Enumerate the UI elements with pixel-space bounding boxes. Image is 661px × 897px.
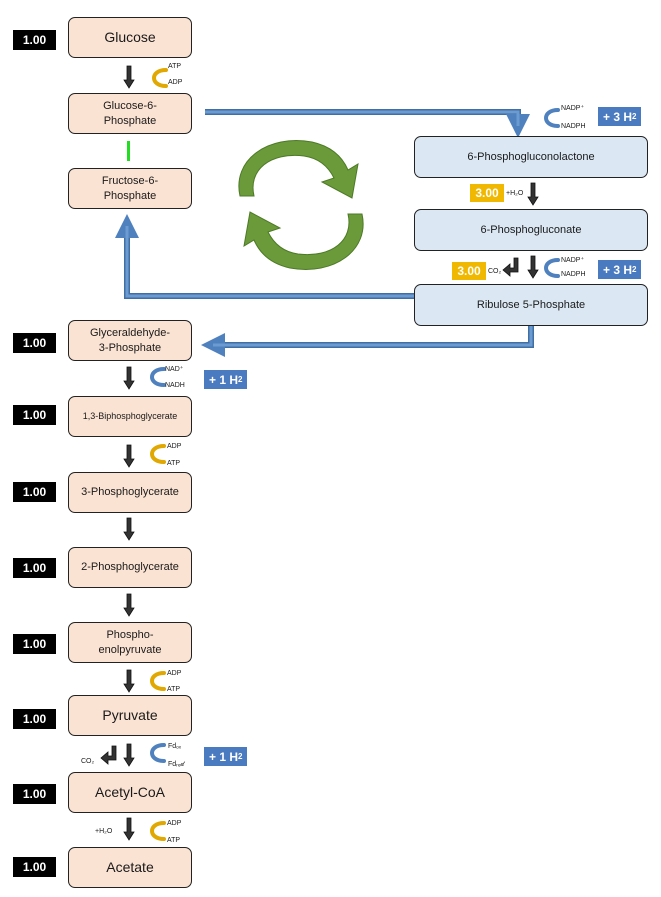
cofactor-nadp-2: NADP⁺ [561,257,585,264]
flux-value-pep: 1.00 [13,634,56,654]
flux-value-g3p: 1.00 [13,333,56,353]
isomerase-link [127,141,130,161]
cofactor-atp-4: ATP [167,837,181,844]
flux-value-2pg: 1.00 [13,558,56,578]
cofactor-atp: ATP [168,63,182,70]
co2-value: 3.00 [452,262,486,280]
reaction-arrows [100,65,539,841]
cofactor-h2o-2: +H₂O [95,828,113,835]
cofactor-adp-2: ADP [167,443,182,450]
cofactor-atp-3: ATP [167,686,181,693]
metabolite-glucose: Glucose [68,17,192,58]
flux-value-glucose: 1.00 [13,30,56,50]
water-value: 3.00 [470,184,504,202]
metabolite-ribulose-5-phosphate: Ribulose 5-Phosphate [414,284,648,326]
cofactor-atp-2: ATP [167,460,181,467]
metabolite-acetate: Acetate [68,847,192,888]
metabolite-phosphoenolpyruvate: Phospho- enolpyruvate [68,622,192,663]
cofactor-nadh: NADH [165,382,185,389]
metabolite-pyruvate: Pyruvate [68,695,192,736]
metabolite-1-3-biphosphoglycerate: 1,3-Biphosphoglycerate [68,396,192,437]
cofactor-fd-ox: Fdₒₓ [168,743,182,750]
cofactor-adp-4: ADP [167,820,182,827]
flux-value-acetyl-coa: 1.00 [13,784,56,804]
cofactor-adp: ADP [168,79,183,86]
cofactor-nad: NAD⁺ [165,366,184,373]
flow-arrow-g6p-to-lactone [205,109,530,138]
metabolite-glucose-6-phosphate: Glucose-6- Phosphate [68,93,192,134]
cofactor-nadph-2: NADPH [561,271,586,278]
metabolite-glyceraldehyde-3-phosphate: Glyceraldehyde- 3-Phosphate [68,320,192,361]
metabolite-6-phosphogluconolactone: 6-Phosphogluconolactone [414,136,648,178]
metabolite-acetyl-coa: Acetyl-CoA [68,772,192,813]
flux-value-acetate: 1.00 [13,857,56,877]
cofactor-adp-3: ADP [167,670,182,677]
metabolite-3-phosphoglycerate: 3-Phosphoglycerate [68,472,192,513]
cofactor-nadph: NADPH [561,123,586,130]
metabolite-2-phosphoglycerate: 2-Phosphoglycerate [68,547,192,588]
cofactor-nadp: NADP⁺ [561,105,585,112]
flux-value-bpg: 1.00 [13,405,56,425]
cofactor-co2: CO₂ [488,268,502,275]
cycle-arrows [238,140,364,270]
metabolite-fructose-6-phosphate: Fructose-6- Phosphate [68,168,192,209]
metabolite-6-phosphogluconate: 6-Phosphogluconate [414,209,648,251]
cofactor-arrows [150,68,560,841]
flux-value-3pg: 1.00 [13,482,56,502]
flux-value-pyruvate: 1.00 [13,709,56,729]
cofactor-h2o: +H₂O [506,190,524,197]
cofactor-fd-red: Fdᵣₑ𝒹 [168,761,184,768]
flow-arrow-ribulose-to-g3p [201,326,534,357]
cofactor-co2-2: CO₂ [81,758,95,765]
